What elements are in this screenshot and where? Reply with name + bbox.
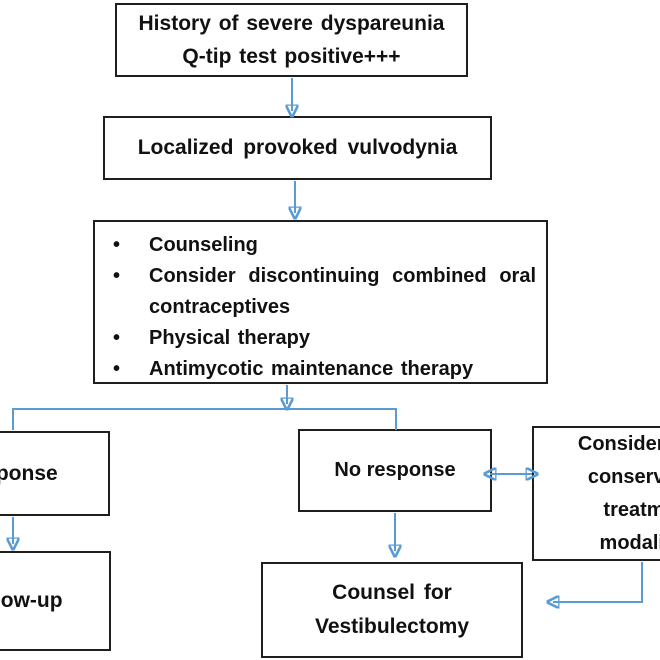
node-conservative-line3: treatment <box>603 498 660 521</box>
node-conservative-line2: conservative <box>587 465 660 488</box>
node-history-line1: History of severe dyspareunia <box>138 12 445 35</box>
node-conservative-management: • Counseling • Consider discontinuing co… <box>93 220 548 384</box>
node-counsel-line1: Counsel for <box>332 581 452 604</box>
bullet-antimycotic-therapy: • Antimycotic maintenance therapy <box>111 354 540 385</box>
node-history-dyspareunia: History of severe dyspareunia Q-tip test… <box>115 3 468 77</box>
node-response-label: Response <box>0 461 58 485</box>
node-conservative-line4: modalities <box>599 531 660 554</box>
bullet-discontinue-contraceptives: • Consider discontinuing combined oral c… <box>111 261 540 323</box>
bullet-discontinue-contraceptives-text: Consider discontinuing combined oral con… <box>149 265 536 318</box>
node-localized-provoked-vulvodynia: Localized provoked vulvodynia <box>103 116 492 180</box>
bullet-icon: • <box>113 265 121 287</box>
node-conservative-line1: Consider other <box>577 432 660 455</box>
node-history-line2: Q-tip test positive+++ <box>182 45 401 68</box>
bullet-icon: • <box>113 234 121 256</box>
bullet-antimycotic-therapy-text: Antimycotic maintenance therapy <box>149 358 474 380</box>
branch-line-response-noresponse <box>12 408 397 430</box>
node-no-response: No response <box>298 429 492 512</box>
bullet-icon: • <box>113 327 121 349</box>
bullet-icon: • <box>113 358 121 380</box>
bullet-physical-therapy: • Physical therapy <box>111 323 540 354</box>
node-other-conservative-treatment: Consider other conservative treatment mo… <box>532 426 660 561</box>
bullet-counseling: • Counseling <box>111 230 540 261</box>
bullet-physical-therapy-text: Physical therapy <box>149 327 310 349</box>
node-counsel-vestibulectomy: Counsel for Vestibulectomy <box>261 562 523 658</box>
node-follow-up: Follow-up <box>0 551 111 651</box>
arrow-conservative-to-counsel <box>553 562 643 602</box>
node-response: Response <box>0 431 110 516</box>
node-follow-up-label: Follow-up <box>0 589 63 612</box>
node-lpv-label: Localized provoked vulvodynia <box>137 136 458 159</box>
node-counsel-line2: Vestibulectomy <box>314 615 470 638</box>
bullet-counseling-text: Counseling <box>149 234 258 256</box>
node-no-response-label: No response <box>334 459 456 481</box>
